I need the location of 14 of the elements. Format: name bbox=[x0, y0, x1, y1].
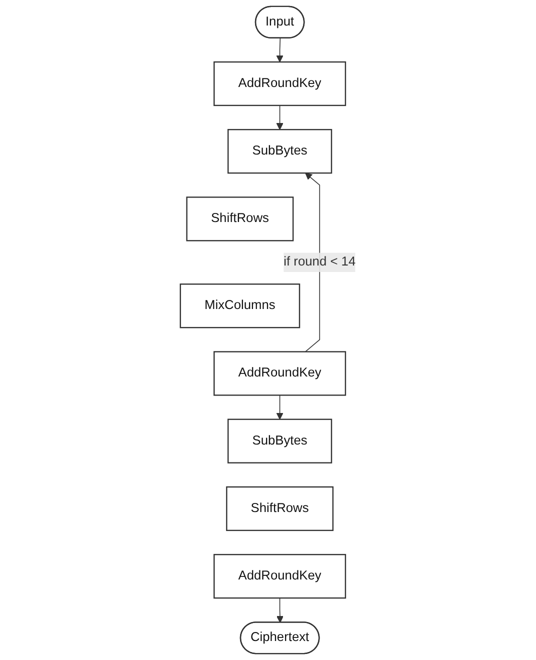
arrow bbox=[276, 105, 284, 130]
node-box: SubBytes bbox=[227, 128, 332, 174]
node-box: MixColumns bbox=[180, 284, 300, 328]
node-box: ShiftRows bbox=[226, 486, 334, 532]
arrow bbox=[276, 38, 284, 62]
edge-label: if round < 14 bbox=[284, 255, 356, 269]
arrow bbox=[276, 394, 284, 420]
node-box: AddRoundKey bbox=[214, 351, 346, 396]
node-box: ShiftRows bbox=[186, 196, 294, 242]
node-box: AddRoundKey bbox=[214, 61, 346, 106]
arrow bbox=[305, 172, 320, 352]
node-box: AddRoundKey bbox=[214, 554, 346, 599]
arrow bbox=[276, 598, 284, 623]
node-box: SubBytes bbox=[227, 418, 332, 464]
